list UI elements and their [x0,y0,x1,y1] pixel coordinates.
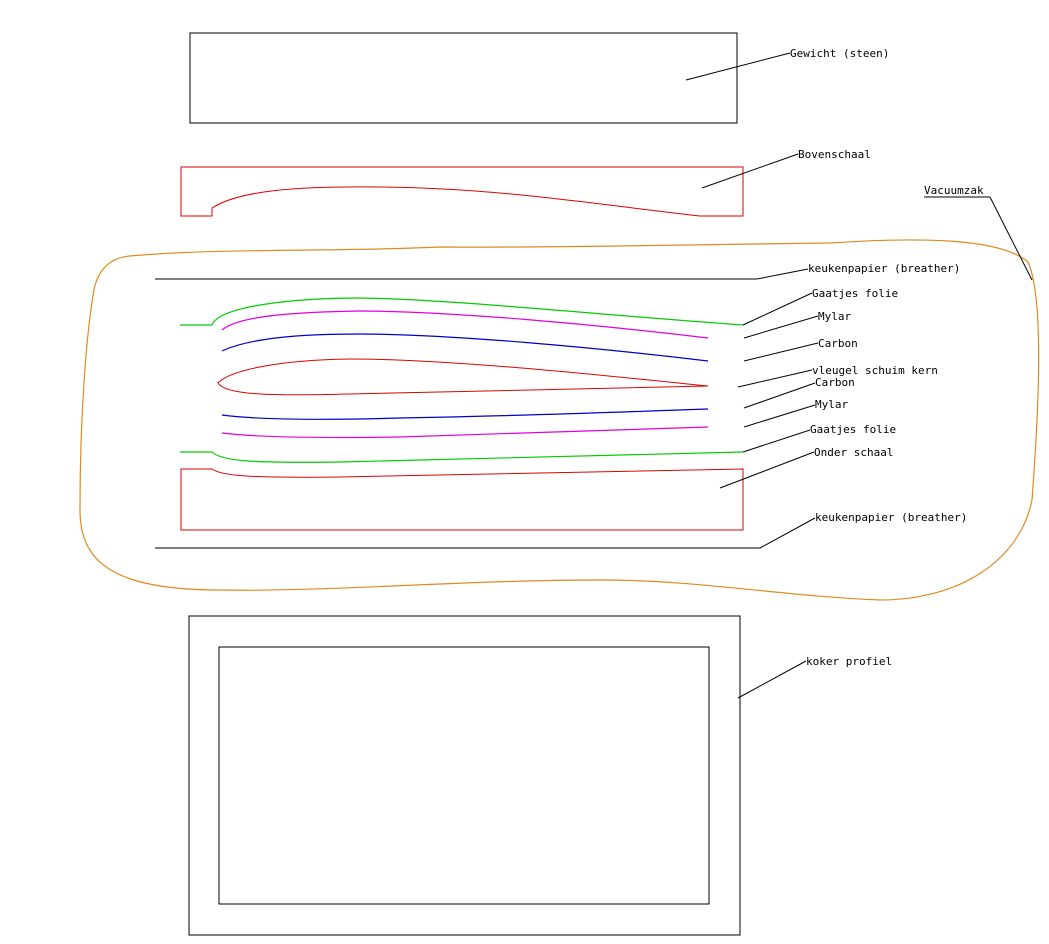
lower-mold-label: Onder schaal [814,446,893,459]
mylar-bottom-label: Mylar [815,398,848,411]
lower-mold-leader [719,451,815,489]
carbon-top-label: Carbon [818,337,858,350]
tube-profile-inner [218,646,710,905]
perforated-film-top-leader [742,292,813,326]
carbon-bottom-label: Carbon [815,376,855,389]
vacuum-bag [79,239,1040,601]
vacuum-bag-leader [989,196,1033,281]
mylar-bottom-leader [743,404,816,428]
carbon-top-leader [743,342,819,362]
mylar-top-label: Mylar [818,310,851,323]
upper-mold-leader [701,153,799,189]
foam-core-label: vleugel schuim kern [812,364,938,377]
breather-bottom-label: keukenpapier (breather) [815,511,967,524]
breather-top-label: keukenpapier (breather) [808,262,960,275]
carbon-top [221,333,709,362]
mylar-top-leader [743,315,819,339]
perforated-film-bottom-leader [742,429,811,453]
weight-leader [685,52,791,81]
mylar-top [221,310,709,339]
perforated-film-bottom [180,451,744,463]
foam-core [217,358,709,396]
perforated-film-top-label: Gaatjes folie [812,287,898,300]
carbon-bottom [221,408,709,420]
perforated-film-bottom-label: Gaatjes folie [810,423,896,436]
tube-profile-leader [737,660,807,699]
lower-mold [180,468,744,531]
weight-block [189,32,738,124]
upper-mold [180,166,744,217]
carbon-bottom-leader [743,382,816,409]
perforated-film-top [180,297,744,326]
breather-top-leader [756,268,809,280]
mylar-bottom [221,426,709,439]
tube-profile-label: koker profiel [806,655,892,668]
weight-label: Gewicht (steen) [790,47,889,60]
breather-bottom-leader [759,517,816,549]
upper-mold-label: Bovenschaal [798,148,871,161]
tube-profile-outer [188,615,741,936]
vacuum-bag-label: Vacuumzak [924,184,984,197]
foam-core-leader [737,369,813,388]
